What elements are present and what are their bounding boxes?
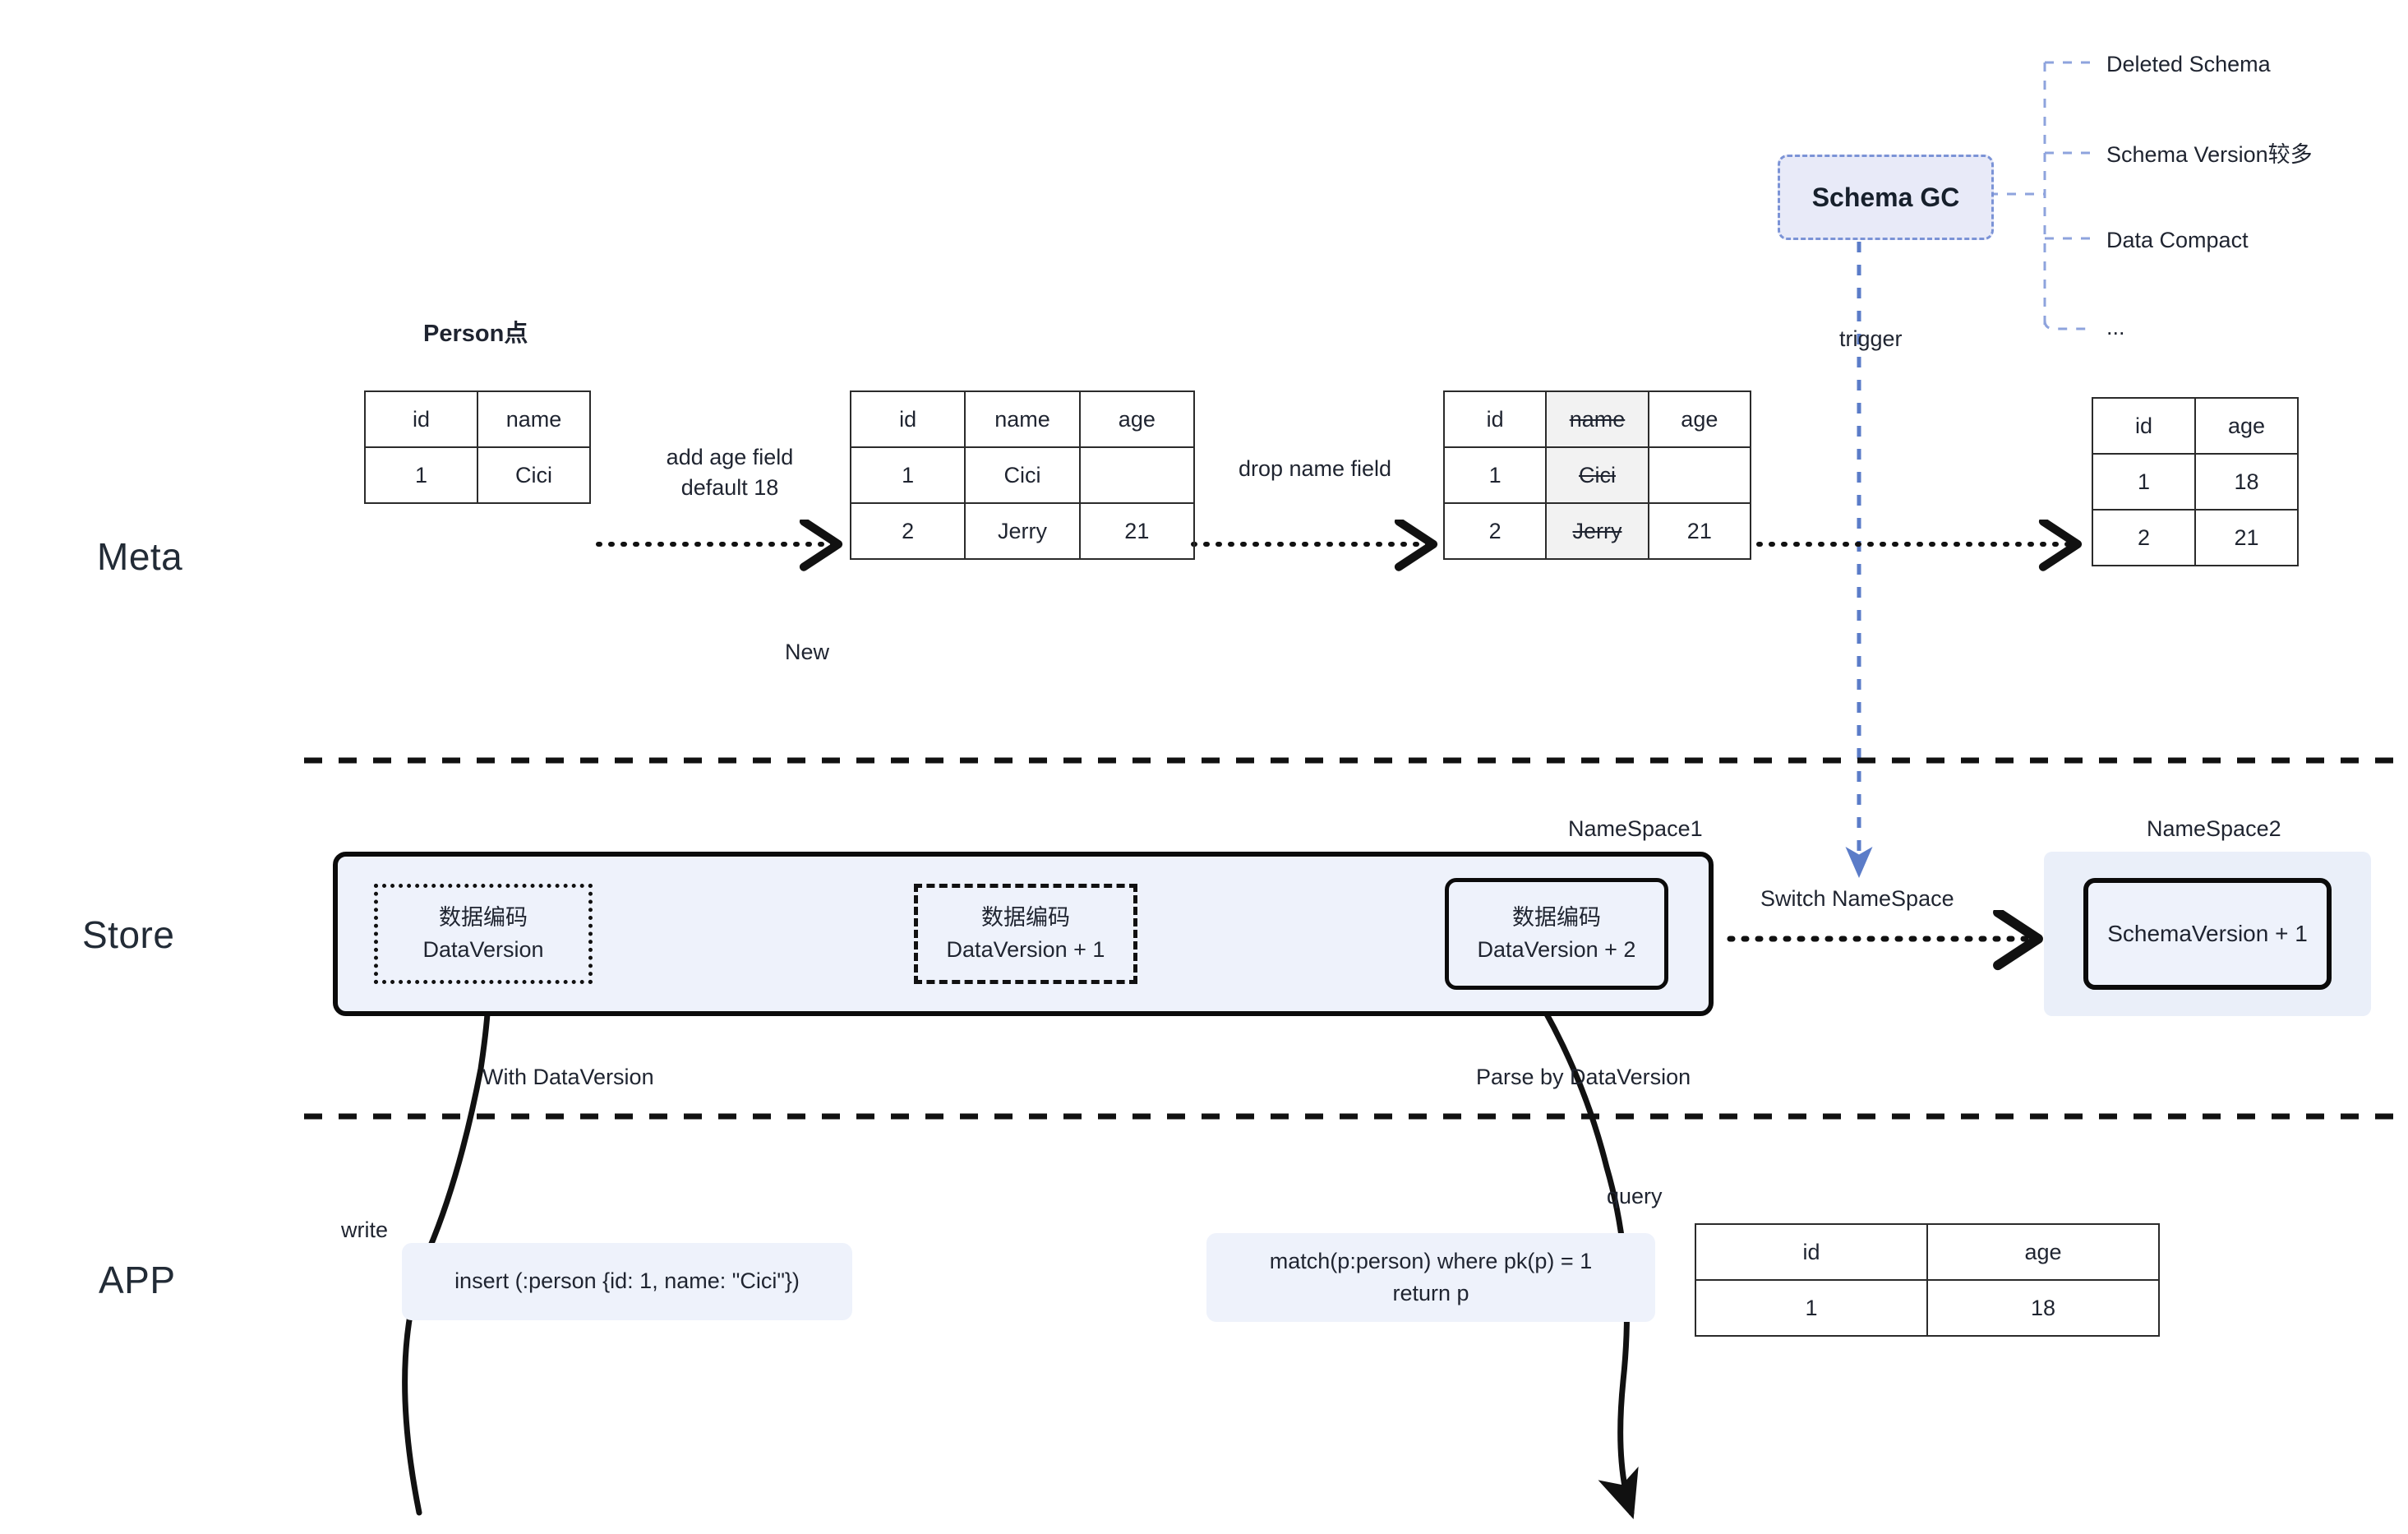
cell-value-struck-text: Jerry [1572, 518, 1622, 543]
table-row: 1 18 [2092, 453, 2299, 511]
write-label: write [341, 1217, 389, 1242]
query-result-table: id age 1 18 [1695, 1223, 2160, 1337]
cell-header-struck: name [1545, 390, 1649, 448]
switch-namespace-label: Switch NameSpace [1760, 886, 1954, 911]
cell-header-struck-text: name [1569, 406, 1626, 432]
query-statement-line1: match(p:person) where pk(p) = 1 [1269, 1248, 1593, 1273]
table-row: id name age [1442, 390, 1752, 448]
meta-transition-1-line2: default 18 [680, 475, 779, 501]
schema-gc-label: Schema GC [1811, 182, 1960, 212]
table-row: 1 Cici [849, 446, 1196, 504]
cell-value-struck-text: Cici [1578, 462, 1616, 487]
cell-header: id [364, 390, 478, 448]
namespace1-label: NameSpace1 [1568, 816, 1703, 841]
cell-header: id [1695, 1223, 1928, 1281]
row-label-store: Store [82, 913, 175, 956]
cell-value: 21 [1647, 502, 1752, 560]
gc-branch-deleted-schema: Deleted Schema [2106, 52, 2271, 76]
cell-value [1078, 446, 1196, 504]
table-row: 2 Jerry 21 [1442, 502, 1752, 560]
dataversion-label: DataVersion + 1 [946, 937, 1105, 962]
table-row: 1 18 [1695, 1279, 2160, 1337]
cell-header: name [477, 390, 591, 448]
dataversion-box-1[interactable]: 数据编码 DataVersion + 1 [914, 884, 1137, 984]
cell-value: Cici [477, 446, 591, 504]
cell-value: 2 [849, 502, 966, 560]
cell-header: name [964, 390, 1081, 448]
meta-table-v4: id age 1 18 2 21 [2092, 397, 2299, 566]
table-row: id age [2092, 397, 2299, 455]
cell-header: age [1078, 390, 1196, 448]
encode-label: 数据编码 [439, 904, 528, 930]
encode-label: 数据编码 [981, 904, 1070, 930]
meta-transition-1-line1: add age field [666, 445, 794, 469]
meta-transition-1: add age field default 18 [648, 442, 812, 504]
query-statement-chip: match(p:person) where pk(p) = 1 return p [1206, 1233, 1655, 1322]
schemaversion-label: SchemaVersion + 1 [2107, 921, 2308, 946]
cell-value: 21 [1078, 502, 1196, 560]
meta-new-label: New [785, 640, 830, 664]
trigger-label: trigger [1839, 326, 1903, 351]
cell-value: 1 [2092, 453, 2196, 511]
gc-branch-schema-version: Schema Version较多 [2106, 142, 2313, 167]
table-row: 1 Cici [364, 446, 591, 504]
cell-header: id [2092, 397, 2196, 455]
gc-branch-data-compact: Data Compact [2106, 228, 2249, 252]
cell-value [1647, 446, 1752, 504]
with-dataversion-label: With DataVersion [482, 1065, 654, 1089]
dataversion-box-0[interactable]: 数据编码 DataVersion [374, 884, 593, 984]
dataversion-label: DataVersion [422, 937, 544, 962]
table-row: id name age [849, 390, 1196, 448]
schemaversion-box[interactable]: SchemaVersion + 1 [2083, 878, 2332, 990]
cell-value-struck: Cici [1545, 446, 1649, 504]
dataversion-box-2[interactable]: 数据编码 DataVersion + 2 [1445, 878, 1668, 990]
meta-table-v3: id name age 1 Cici 2 Jerry 21 [1442, 390, 1752, 560]
cell-value: Jerry [964, 502, 1081, 560]
cell-value: 2 [2092, 509, 2196, 566]
query-statement-line2: return p [1392, 1281, 1469, 1305]
table-row: id name [364, 390, 591, 448]
cell-header: age [1926, 1223, 2160, 1281]
cell-header: age [1647, 390, 1752, 448]
cell-value: 1 [849, 446, 966, 504]
person-node-title: Person点 [423, 321, 528, 347]
cell-header: id [849, 390, 966, 448]
dataversion-label: DataVersion + 2 [1477, 937, 1636, 962]
cell-value: 1 [1442, 446, 1548, 504]
namespace2-label: NameSpace2 [2147, 816, 2281, 841]
insert-statement-chip: insert (:person {id: 1, name: "Cici"}) [402, 1243, 852, 1320]
query-label: query [1607, 1184, 1663, 1208]
parse-by-dataversion-label: Parse by DataVersion [1476, 1065, 1691, 1089]
meta-table-v2: id name age 1 Cici 2 Jerry 21 [849, 390, 1196, 560]
cell-value-struck: Jerry [1545, 502, 1649, 560]
cell-value: 18 [2194, 453, 2299, 511]
cell-value: 2 [1442, 502, 1548, 560]
meta-table-v1: id name 1 Cici [364, 390, 591, 504]
table-row: id age [1695, 1223, 2160, 1281]
cell-value: 21 [2194, 509, 2299, 566]
encode-label: 数据编码 [1512, 904, 1601, 930]
meta-transition-2: drop name field [1238, 456, 1392, 481]
cell-value: 1 [1695, 1279, 1928, 1337]
table-row: 2 Jerry 21 [849, 502, 1196, 560]
cell-header: id [1442, 390, 1548, 448]
table-row: 1 Cici [1442, 446, 1752, 504]
table-row: 2 21 [2092, 509, 2299, 566]
row-label-app: APP [99, 1259, 176, 1301]
cell-value: Cici [964, 446, 1081, 504]
gc-branch-ellipsis: ... [2106, 315, 2125, 340]
cell-value: 18 [1926, 1279, 2160, 1337]
schema-gc-box[interactable]: Schema GC [1778, 155, 1994, 240]
cell-header: age [2194, 397, 2299, 455]
insert-statement-text: insert (:person {id: 1, name: "Cici"}) [454, 1268, 800, 1294]
cell-value: 1 [364, 446, 478, 504]
row-label-meta: Meta [97, 535, 183, 578]
